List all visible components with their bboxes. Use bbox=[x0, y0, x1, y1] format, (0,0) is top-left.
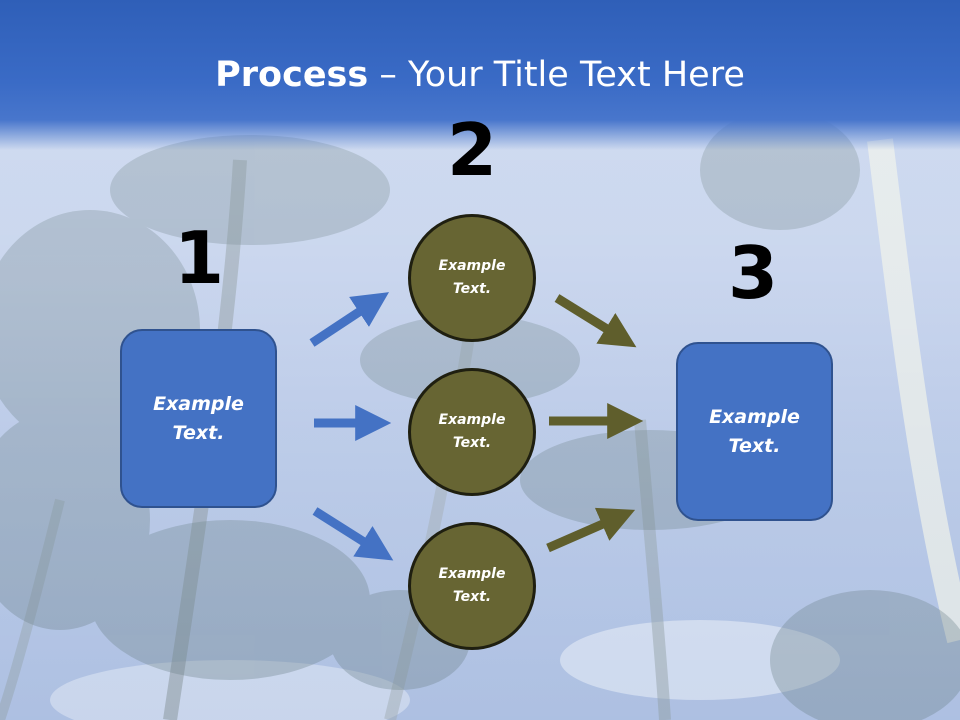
step-2-circle-middle-text: Example Text. bbox=[438, 412, 506, 451]
step-2-circle-middle: Example Text. bbox=[408, 368, 536, 496]
step-2-circle-bottom-text: Example Text. bbox=[438, 566, 506, 605]
step-1-text: Example Text. bbox=[153, 392, 244, 444]
title-bar bbox=[0, 0, 960, 150]
title-rest: – Your Title Text Here bbox=[368, 55, 745, 95]
arrow-1-to-2-top bbox=[309, 292, 390, 347]
arrow-2-top-to-3 bbox=[554, 294, 637, 348]
slide-title: Process – Your Title Text Here bbox=[0, 52, 960, 98]
step-3-box: Example Text. bbox=[676, 342, 833, 521]
step-2-circle-bottom: Example Text. bbox=[408, 522, 536, 650]
step-1-number: 1 bbox=[173, 216, 225, 300]
step-2-circle-top-text: Example Text. bbox=[438, 258, 506, 297]
step-2-circle-top: Example Text. bbox=[408, 214, 536, 342]
step-2-number: 2 bbox=[446, 108, 498, 192]
step-3-text: Example Text. bbox=[709, 405, 800, 457]
title-bold: Process bbox=[215, 55, 369, 95]
arrow-1-to-2-bottom bbox=[312, 507, 394, 561]
step-1-box: Example Text. bbox=[120, 329, 277, 508]
step-3-number: 3 bbox=[727, 231, 779, 315]
arrow-2-bottom-to-3 bbox=[546, 507, 636, 553]
